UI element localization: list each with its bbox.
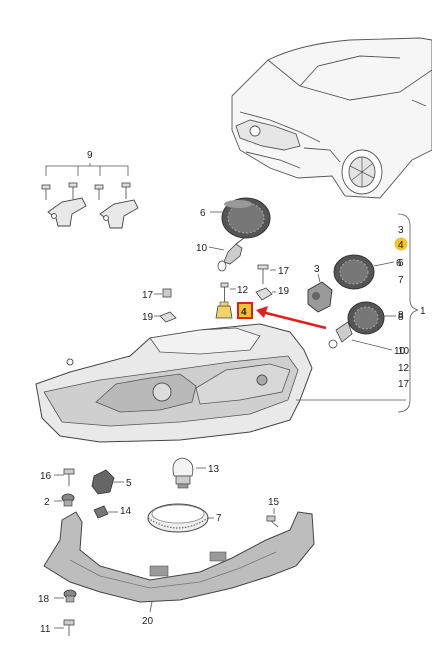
headlight-assembly [35, 323, 313, 443]
part-label-17-top: 17 [278, 266, 290, 277]
part-label-6-top: 6 [200, 208, 206, 219]
brace-list: 3 4 6 7 8 10 12 17 [394, 225, 410, 390]
highlight-badge[interactable]: 4 [237, 302, 253, 319]
part-label-10-right: 10 [394, 346, 406, 357]
brace-item: 4 [398, 240, 404, 251]
highlight-dot [394, 237, 408, 251]
cap-icon [221, 197, 271, 239]
part-label-14: 14 [120, 506, 132, 517]
brace-item: 8 [398, 310, 404, 321]
clip-icon [159, 311, 177, 323]
part-label-9: 9 [87, 150, 93, 161]
screw-icon [63, 619, 75, 636]
part-label-3: 3 [314, 264, 320, 275]
screw-icon [266, 515, 279, 528]
part-label-2: 2 [44, 497, 50, 508]
car-illustration [231, 37, 432, 199]
part-label-20: 20 [142, 616, 154, 627]
socket-icon [91, 469, 115, 495]
part-label-4-highlight: 4 [241, 307, 247, 318]
ring-icon [147, 503, 209, 533]
part-label-19-left: 19 [142, 312, 154, 323]
part-label-11: 11 [40, 624, 51, 635]
bracket-set-group: 9 [41, 150, 139, 229]
brace-item: 6 [398, 258, 404, 269]
bracket-icon [47, 197, 139, 229]
clip-icon [93, 505, 109, 519]
part-brace: 1 [397, 213, 426, 413]
connector-icon [215, 301, 233, 319]
brace-item: 10 [398, 346, 410, 357]
brace-item: 3 [398, 225, 404, 236]
part-label-7: 7 [216, 513, 222, 524]
part-label-8: 8 [398, 312, 404, 323]
nut-icon [61, 493, 75, 507]
part-label-15: 15 [268, 497, 280, 508]
brace-item: 17 [398, 379, 410, 390]
screw-icon [41, 182, 131, 200]
clip-icon [255, 287, 273, 301]
screw-icon [63, 468, 75, 486]
part-label-10-top: 10 [196, 243, 208, 254]
bracket-icon [43, 511, 315, 603]
washer-icon [162, 288, 172, 298]
part-label-6-right: 6 [396, 258, 402, 269]
nut-icon [63, 589, 77, 603]
part-label-12: 12 [237, 285, 249, 296]
brace-item: 12 [398, 363, 410, 374]
highlight-arrow [256, 306, 327, 330]
part-label-1: 1 [420, 306, 426, 317]
bulb-icon [172, 457, 194, 489]
cap-icon [333, 254, 375, 290]
part-label-19-top: 19 [278, 286, 290, 297]
bulb-icon [328, 321, 353, 349]
part-label-17-left: 17 [142, 290, 154, 301]
screw-icon [257, 264, 269, 284]
part-label-16: 16 [40, 471, 52, 482]
bulb-icon [217, 237, 245, 272]
cap-icon [347, 301, 385, 335]
motor-icon [307, 281, 333, 313]
part-label-5: 5 [126, 478, 132, 489]
part-label-18: 18 [38, 594, 50, 605]
brace-item: 7 [398, 275, 404, 286]
part-label-13: 13 [208, 464, 220, 475]
pin-icon [220, 282, 229, 302]
